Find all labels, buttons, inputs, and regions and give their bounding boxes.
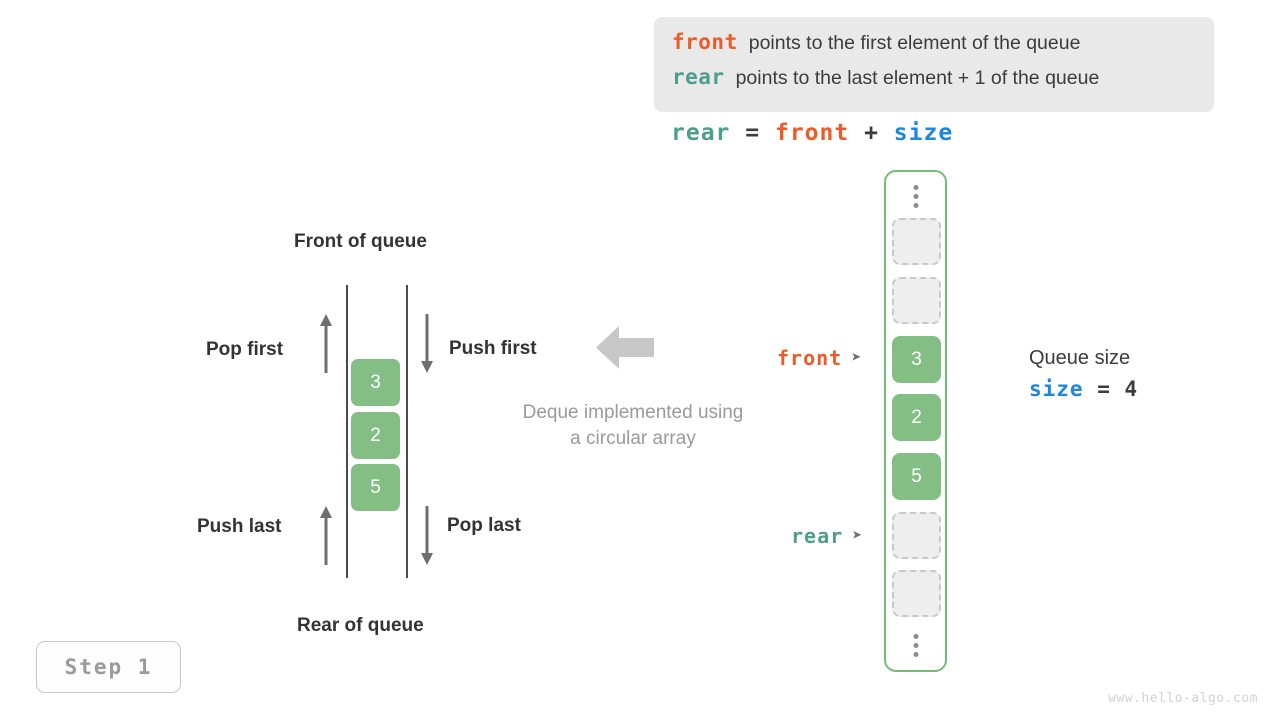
pointer-arrowhead-icon: ➤ [851, 347, 863, 368]
legend-text-front: points to the first element of the queue [748, 32, 1081, 54]
legend-keyword-rear: rear [672, 65, 725, 89]
legend-text-rear: points to the last element + 1 of the qu… [735, 67, 1100, 89]
arrow-up-push-last-icon [320, 506, 332, 565]
push-first-label: Push first [449, 338, 537, 359]
front-of-queue-label: Front of queue [294, 231, 427, 252]
center-caption-line1: Deque implemented using [522, 402, 744, 423]
queue-size-title: Queue size [1029, 347, 1131, 369]
deque-cell: 5 [351, 464, 400, 511]
dot [913, 652, 918, 657]
dot [913, 203, 918, 208]
dot [913, 194, 918, 199]
rear-pointer-label: rear ➤ [791, 524, 863, 548]
deque-cell: 2 [351, 412, 400, 459]
arrow-down-push-first-icon [421, 314, 433, 373]
pop-first-label: Pop first [206, 339, 284, 360]
ellipsis-top-icon [913, 185, 918, 208]
arrow-down-pop-last-icon [421, 506, 433, 565]
pointer-arrowhead-icon: ➤ [852, 525, 864, 546]
rear-pointer-text: rear [791, 524, 844, 548]
formula-equals: = [745, 120, 761, 146]
legend-keyword-front: front [672, 30, 738, 54]
queue-size-value: 4 [1124, 377, 1139, 401]
array-cell [892, 512, 941, 559]
formula-front: front [774, 120, 850, 146]
array-cell [892, 218, 941, 265]
array-cell: 2 [892, 394, 941, 441]
array-cell: 5 [892, 453, 941, 500]
front-pointer-label: front ➤ [777, 346, 862, 370]
legend-box: front points to the first element of the… [654, 17, 1214, 112]
center-caption-line2: a circular array [570, 428, 696, 449]
deque-channel-left-line [346, 285, 348, 578]
queue-size-variable: size [1029, 377, 1084, 401]
array-cell: 3 [892, 336, 941, 383]
dot [913, 643, 918, 648]
array-cell [892, 570, 941, 617]
dot [913, 634, 918, 639]
queue-size-expression: size = 4 [1029, 373, 1138, 405]
watermark: www.hello-algo.com [1108, 691, 1258, 706]
dot [913, 185, 918, 190]
step-badge: Step 1 [36, 641, 181, 693]
formula-size: size [893, 120, 954, 146]
array-cell [892, 277, 941, 324]
arrow-left-large-icon [596, 326, 654, 369]
center-caption: Deque implemented using a circular array [492, 400, 774, 452]
ellipsis-bottom-icon [913, 634, 918, 657]
push-last-label: Push last [197, 516, 282, 537]
formula-rear: rear [671, 120, 731, 146]
formula-rear-equals-front-plus-size: rear = front + size [671, 120, 953, 146]
legend-line-front: front points to the first element of the… [672, 30, 1196, 65]
queue-size-block: Queue size size = 4 [1029, 343, 1138, 405]
queue-size-equals: = [1097, 377, 1111, 401]
circular-array-container: 3 2 5 [884, 170, 947, 672]
front-pointer-text: front [777, 346, 843, 370]
formula-plus: + [864, 120, 879, 146]
rear-of-queue-label: Rear of queue [297, 615, 424, 636]
legend-line-rear: rear points to the last element + 1 of t… [672, 65, 1196, 100]
deque-channel-right-line [406, 285, 408, 578]
arrow-up-pop-first-icon [320, 314, 332, 373]
pop-last-label: Pop last [447, 515, 521, 536]
deque-cell: 3 [351, 359, 400, 406]
